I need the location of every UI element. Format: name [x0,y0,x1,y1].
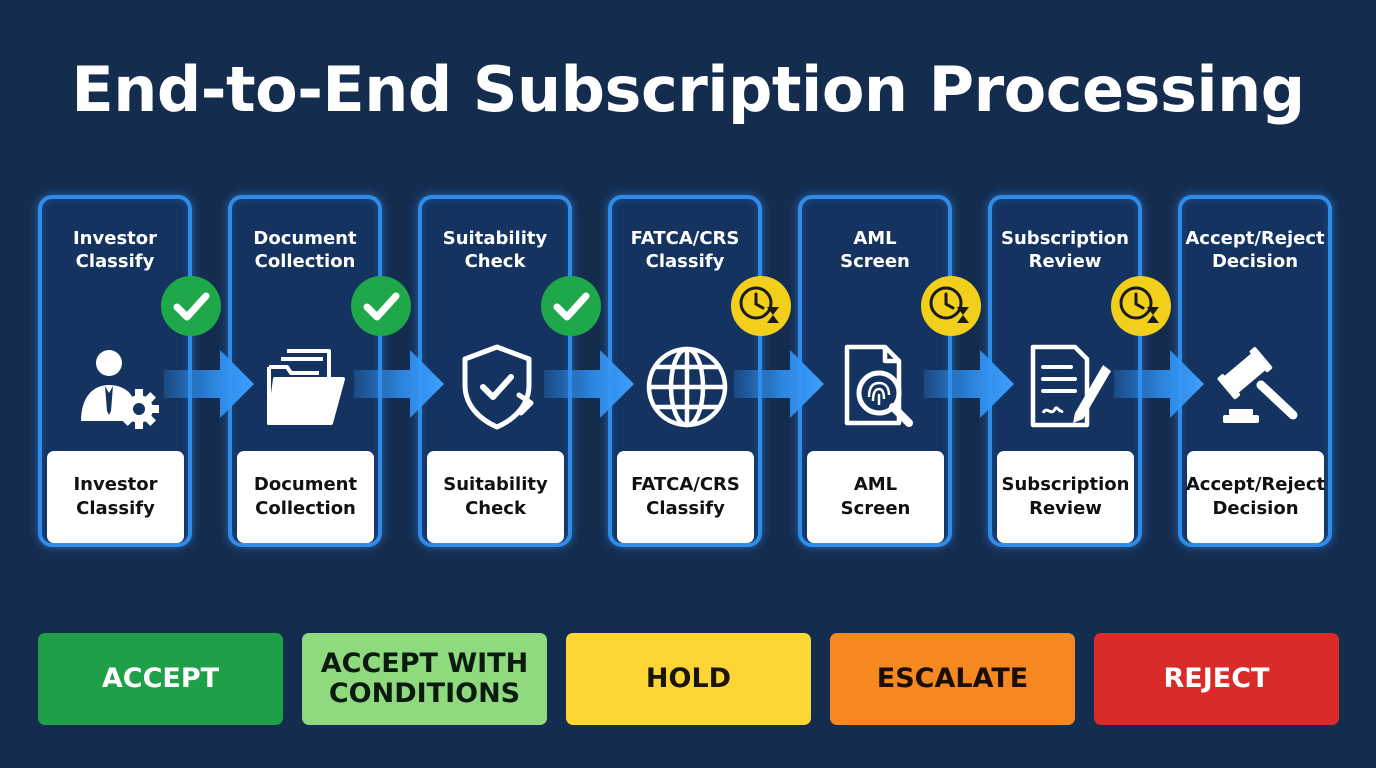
check-badge-icon [351,276,411,336]
shield-check-icon [462,344,534,430]
page-title: End-to-End Subscription Processing [71,53,1305,126]
stage-label-box: Investor Classify [47,451,184,543]
document-pen-icon [1030,344,1111,428]
stage-label-box: AML Screen [807,451,944,543]
globe-icon [646,346,728,428]
outcome-reject: REJECT [1094,633,1339,725]
stage-header: AML Screen [840,228,910,272]
outcome-label: ESCALATE [876,663,1029,694]
stage-subscription-review: Subscription Review Subscription Review [988,195,1142,547]
flow-arrow-icon [354,350,444,418]
stage-label-box: Accept/Reject Decision [1185,451,1326,543]
outcome-label: ACCEPT WITH CONDITIONS [320,648,529,709]
stage-header: Investor Classify [72,228,157,272]
stage-label: AML Screen [840,474,911,519]
outcome-label: HOLD [645,663,732,694]
stage-document-collection: Document Collection Document Collection [228,195,382,547]
stage-label: Subscription Review [1001,474,1130,519]
stage-header: FATCA/CRS Classify [630,228,740,272]
stage-header: Suitability Check [442,228,548,272]
stage-label: Accept/Reject Decision [1185,474,1326,519]
stage-label-box: Suitability Check [427,451,564,543]
stage-label-box: FATCA/CRS Classify [617,451,754,543]
gavel-icon [1217,347,1298,423]
outcome-label: ACCEPT [101,663,220,694]
folder-documents-icon [267,349,345,425]
outcome-accept-with-conditions: ACCEPT WITH CONDITIONS [302,633,547,725]
stage-label: Investor Classify [73,474,158,519]
outcome-escalate: ESCALATE [830,633,1075,725]
stage-accept-reject-decision: Accept/Reject Decision Accept/Reject Dec… [1178,195,1332,547]
flow-arrow-icon [734,350,824,418]
outcome-accept: ACCEPT [38,633,283,725]
flow-arrow-icon [924,350,1014,418]
stage-header: Subscription Review [1001,228,1129,272]
stage-label-box: Document Collection [237,451,374,543]
clock-hourglass-badge-icon [921,276,981,336]
check-badge-icon [161,276,221,336]
check-badge-icon [541,276,601,336]
stage-header: Accept/Reject Decision [1185,228,1325,272]
stage-fatca-crs-classify: FATCA/CRS Classify FATCA/CRS Classify [608,195,762,547]
stage-label: Suitability Check [443,474,548,519]
fingerprint-magnifier-icon [844,344,913,427]
outcome-label: REJECT [1163,663,1270,694]
stage-label: Document Collection [253,474,358,519]
flow-arrow-icon [1114,350,1204,418]
stage-label: FATCA/CRS Classify [631,474,740,519]
stage-label-box: Subscription Review [997,451,1134,543]
clock-hourglass-badge-icon [731,276,791,336]
flow-arrow-icon [164,350,254,418]
stage-header: Document Collection [253,228,357,272]
investor-gear-icon [81,350,159,429]
outcome-hold: HOLD [566,633,811,725]
flow-arrow-icon [544,350,634,418]
clock-hourglass-badge-icon [1111,276,1171,336]
